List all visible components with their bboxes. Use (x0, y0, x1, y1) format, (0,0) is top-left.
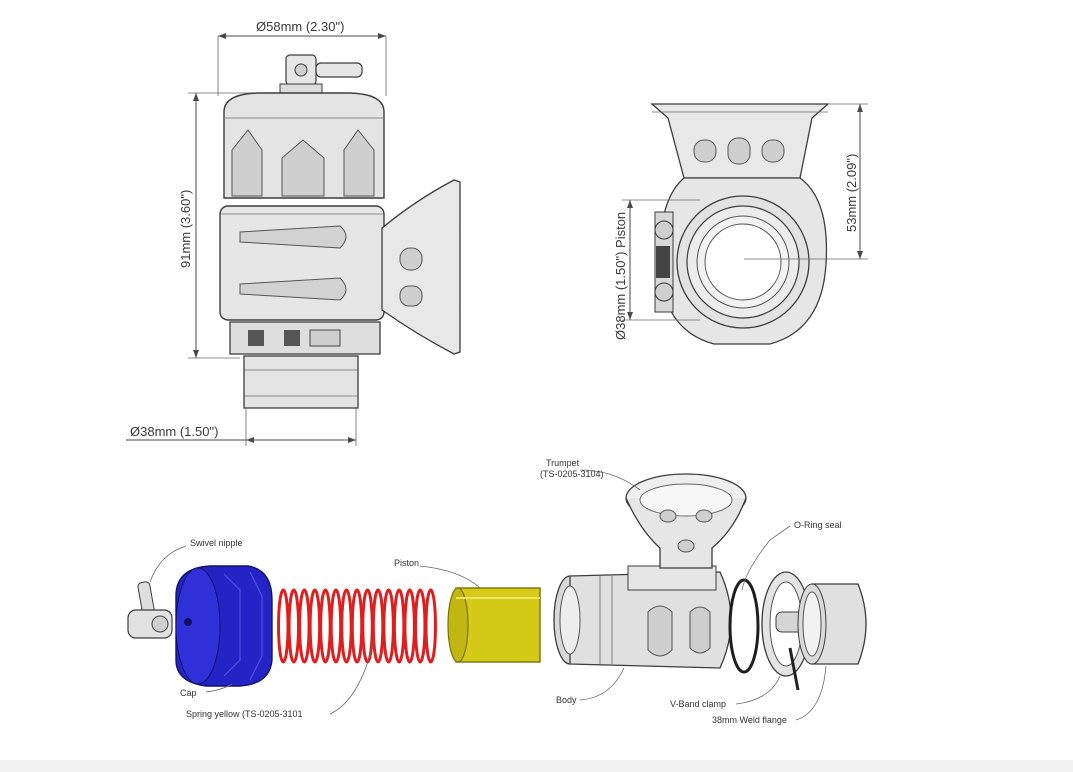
body-part (553, 565, 732, 669)
spring-part (277, 588, 437, 664)
label-v-band-clamp: V-Band clamp (670, 699, 726, 709)
spring-coil (392, 588, 406, 664)
dim-height: 91mm (3.60") (178, 190, 193, 268)
cap-part (175, 565, 273, 687)
label-swivel-nipple: Swivel nipple (190, 538, 243, 548)
label-body: Body (556, 695, 577, 705)
spring-coil (329, 588, 343, 664)
exploded-view: Trumpet (TS-0205-3104) O-Ring seal Swive… (127, 458, 867, 725)
side-view: 53mm (2.09") Ø38mm (1.50") Piston (613, 103, 868, 345)
label-piston: Piston (394, 558, 419, 568)
dim-top-width: Ø58mm (2.30") (256, 19, 344, 34)
spring-coil (371, 588, 385, 664)
piston-part (447, 587, 541, 663)
label-trumpet-part: (TS-0205-3104) (540, 469, 604, 479)
weld-flange-part (797, 583, 867, 665)
footer-strip (0, 760, 1073, 772)
spring-coil (382, 588, 395, 664)
dim-side-height: 53mm (2.09") (844, 154, 859, 232)
dim-piston: Ø38mm (1.50") Piston (613, 212, 628, 340)
spring-coil (308, 588, 322, 664)
spring-coil (413, 588, 427, 664)
spring-coil (298, 588, 311, 664)
trumpet-part (625, 473, 747, 569)
spring-coil (340, 588, 353, 664)
label-spring: Spring yellow (TS-0205-3101 (186, 709, 303, 719)
label-weld-flange: 38mm Weld flange (712, 715, 787, 725)
label-trumpet: Trumpet (546, 458, 580, 468)
v-band-clamp-part (761, 571, 811, 691)
label-cap: Cap (180, 688, 197, 698)
label-o-ring: O-Ring seal (794, 520, 842, 530)
spring-coil (277, 588, 290, 664)
spring-coil (319, 588, 332, 664)
dim-bottom-width: Ø38mm (1.50") (130, 424, 218, 439)
spring-coil (403, 588, 416, 664)
spring-coil (424, 588, 437, 664)
swivel-nipple-part (127, 581, 173, 639)
spring-coil (287, 588, 301, 664)
o-ring-part (728, 578, 760, 674)
spring-coil (350, 588, 364, 664)
front-view: Ø58mm (2.30") 91mm (3.60") (126, 19, 461, 446)
